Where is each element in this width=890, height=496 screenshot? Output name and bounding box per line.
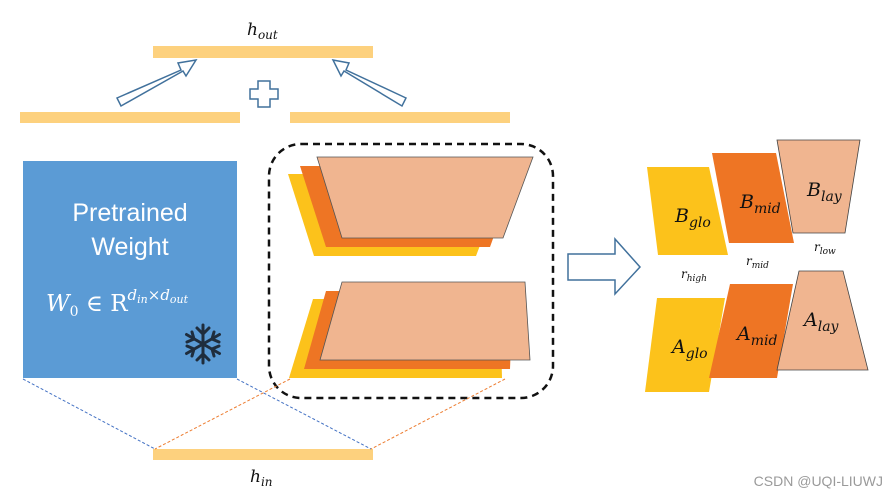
arrow-up-left-icon — [331, 58, 408, 108]
a-glo-label: Aglo — [670, 336, 708, 362]
lora-group-box — [267, 142, 555, 400]
a-glo-block — [645, 298, 725, 392]
snowflake-icon — [185, 323, 221, 365]
pretrained-line1: Pretrained — [72, 199, 187, 227]
a-layer-salmon — [319, 281, 531, 361]
b-glo-block — [647, 167, 728, 255]
r-mid-label: rmid — [746, 254, 769, 271]
a-mid-block — [709, 284, 793, 378]
h-out-bar — [153, 46, 373, 58]
pretrained-line2: Weight — [91, 233, 168, 261]
arrow-up-right-icon — [115, 58, 198, 108]
a-lay-label: Alay — [802, 309, 840, 335]
h-out-label: hout — [247, 20, 278, 42]
h-in-label: hin — [250, 467, 273, 489]
blue-dash-right — [236, 378, 372, 450]
blue-dash-left — [22, 378, 156, 450]
b-lay-block — [776, 139, 861, 234]
right-mid-bar — [290, 112, 510, 123]
a-mid-label: Amid — [735, 323, 777, 349]
b-layer-salmon — [316, 156, 534, 239]
b-glo-label: Bglo — [674, 205, 711, 231]
b-mid-block — [712, 153, 794, 243]
watermark: CSDN @UQI-LIUWJ — [754, 473, 883, 489]
r-low-label: rlow — [814, 240, 836, 257]
r-high-label: rhigh — [681, 267, 707, 284]
arrow-right-icon — [567, 237, 642, 296]
b-lay-label: Blay — [806, 179, 843, 205]
orange-dash-left — [154, 378, 291, 450]
a-lay-block — [776, 270, 869, 371]
left-mid-bar — [20, 112, 240, 123]
pretrained-formula: W0 ∈ Rdin×dout — [46, 286, 189, 320]
b-mid-label: Bmid — [739, 191, 781, 217]
orange-dash-right — [370, 378, 506, 450]
plus-icon — [249, 80, 279, 108]
h-in-bar — [153, 449, 373, 460]
